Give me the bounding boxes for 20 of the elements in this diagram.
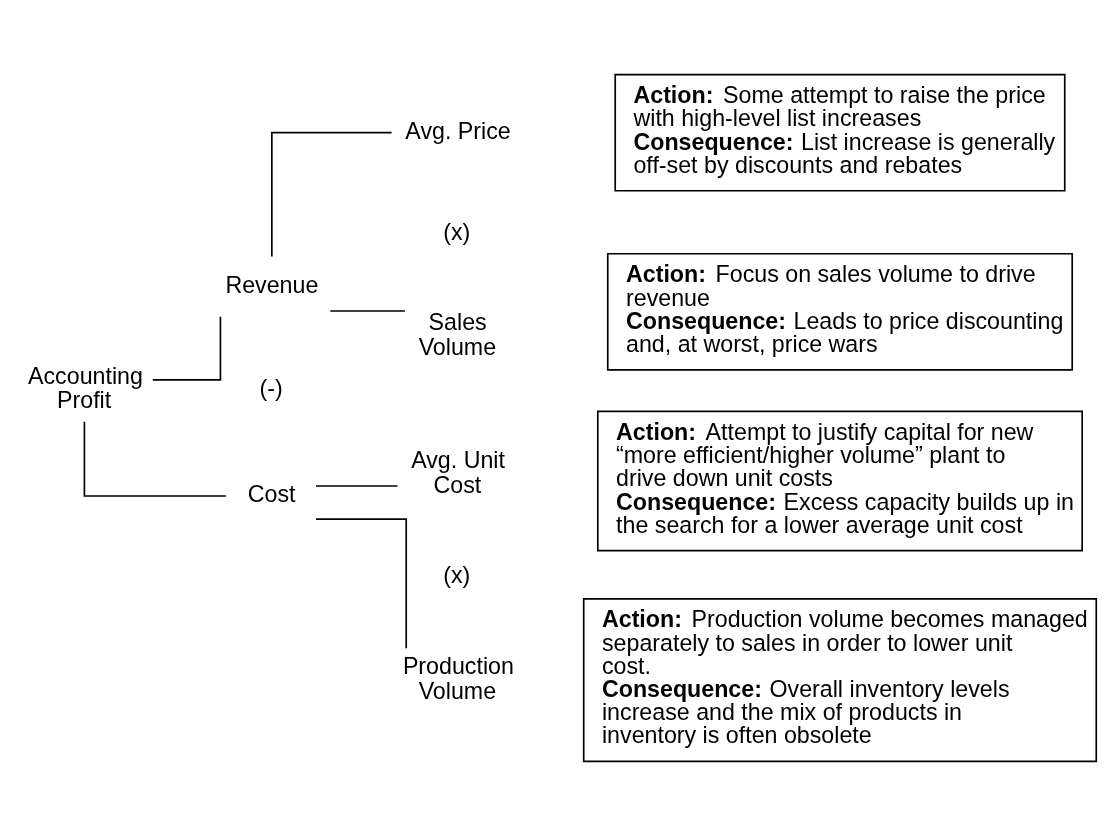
connector (83, 420, 227, 497)
node-text: Avg. Unit Cost (411, 447, 505, 498)
node-box: Action: Attempt to justify capital for new “more efficient/higher volume” plant to drive down unit costs Consequence: Excess capacity builds up in the search for a lower average unit cost (596, 410, 1083, 552)
node-text: Sales Volume (418, 309, 497, 361)
node-box: Action: Focus on sales volume to drive revenue Consequence: Leads to price discounting and, at worst, price wars (606, 252, 1074, 371)
connector (151, 316, 222, 381)
node-text: Revenue (225, 272, 319, 299)
connector (315, 485, 399, 487)
node-text: Avg. Price (405, 117, 511, 144)
label: (x) (443, 562, 471, 589)
node-text: Cost (247, 481, 296, 508)
label: (-) (259, 374, 283, 401)
label: (x) (443, 219, 471, 246)
connector (315, 518, 408, 650)
node-text: Production Volume (402, 652, 514, 704)
node-text: Accounting Profit (28, 362, 143, 414)
node-box: Action: Some attempt to raise the price with high-level list increases Consequence: List increase is generally off-set by discounts and rebates (614, 73, 1066, 192)
node-box: Action: Production volume becomes managed separately to sales in order to lower unit cost. Consequence: Overall inventory levels increase and the mix of products in inventory is often obsolete (582, 597, 1098, 763)
connector (271, 131, 393, 258)
connector (329, 310, 406, 312)
